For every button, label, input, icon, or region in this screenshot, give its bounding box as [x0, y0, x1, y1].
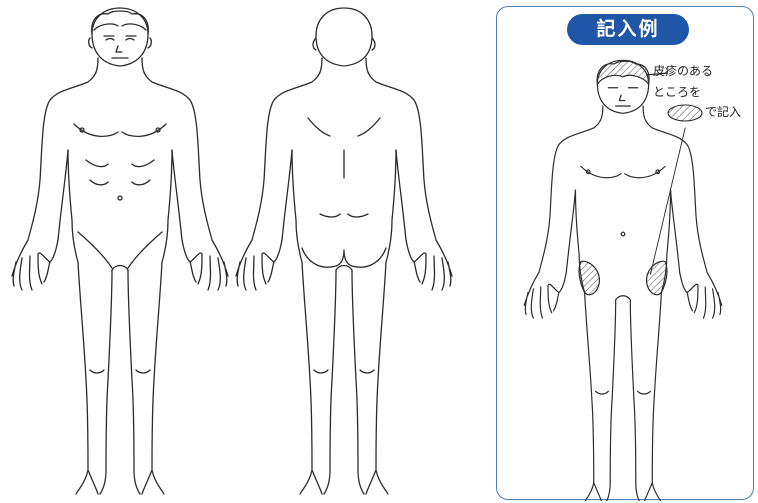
front-body-figure [0, 0, 240, 503]
example-title: 記入例 [567, 14, 689, 45]
example-body-figure [513, 53, 733, 501]
example-panel: 記入例 皮疹のある ところを で記入 [496, 6, 754, 500]
back-body-figure [224, 0, 464, 503]
